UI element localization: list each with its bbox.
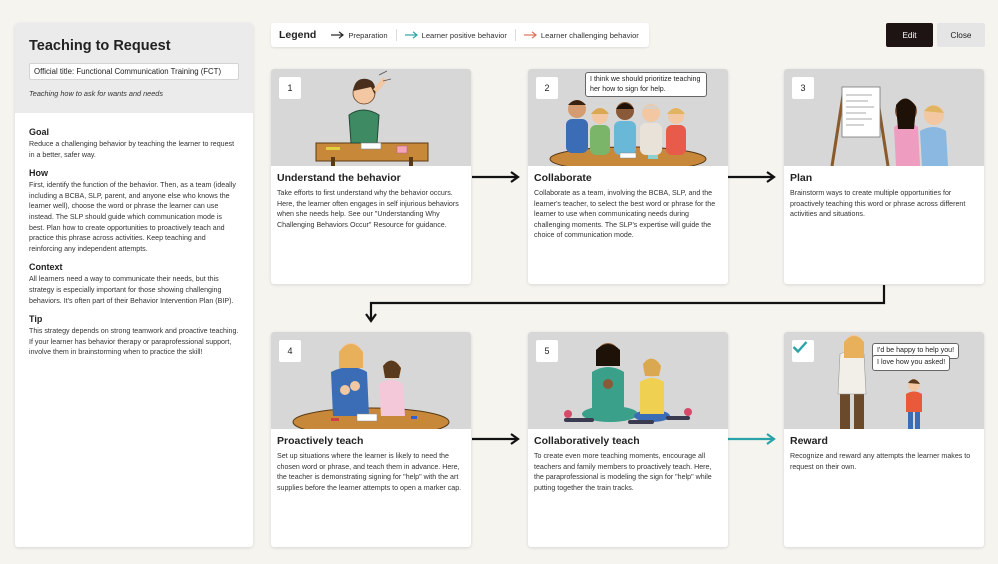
sidebar-subtitle: Teaching how to ask for wants and needs (29, 89, 163, 98)
frustrated-learner-illustration (315, 70, 429, 166)
learner (379, 360, 405, 416)
card-title: Proactively teach (277, 435, 364, 447)
card-illustration: 1 (271, 69, 471, 166)
person-3 (614, 102, 636, 155)
planner-1 (894, 98, 920, 166)
close-button[interactable]: Close (937, 23, 985, 47)
team-meeting-illustration (549, 100, 707, 166)
card-title: Collaborate (534, 172, 592, 184)
person-5 (666, 108, 686, 155)
card-illustration: 4 (271, 332, 471, 429)
legend-label-positive: Learner positive behavior (421, 30, 507, 40)
step-card-5[interactable]: 5 Collaboratively teach To create even m… (528, 332, 728, 547)
person-1 (566, 100, 588, 153)
card-illustration: 2 I think we should prioritize teaching … (528, 69, 728, 166)
card-title: Plan (790, 172, 813, 184)
card-title: Collaboratively teach (534, 435, 640, 447)
arrow-3-to-4 (365, 285, 886, 323)
edit-button[interactable]: Edit (886, 23, 933, 47)
arrow-5-to-6 (728, 433, 776, 445)
step-number-badge: 3 (792, 77, 814, 99)
person-2 (590, 108, 610, 155)
card-illustration: 5 (528, 332, 728, 429)
card-text: To create even more teaching moments, en… (534, 452, 712, 492)
train-track-teaching-illustration (564, 343, 692, 424)
teal-arrow-icon (404, 31, 418, 39)
card-text: Recognize and reward any attempts the le… (790, 452, 971, 471)
step-card-3[interactable]: 3 Plan Brainstorm ways to create multipl… (784, 69, 984, 284)
section-text-goal: Reduce a challenging behavior by teachin… (29, 140, 235, 159)
legend-item-challenging: Learner challenging behavior (523, 30, 639, 40)
section-heading-context: Context (29, 262, 63, 273)
section-heading-tip: Tip (29, 314, 43, 325)
step-card-6[interactable]: I'd be happy to help you! I love how you… (784, 332, 984, 547)
card-text: Brainstorm ways to create multiple oppor… (790, 189, 966, 219)
adult (837, 335, 867, 429)
section-heading-how: How (29, 168, 48, 179)
person-4 (640, 104, 662, 155)
legend-item-preparation: Preparation (331, 30, 388, 40)
arrow-4-to-5 (472, 433, 520, 445)
step-number-badge: 4 (279, 340, 301, 362)
planner-2 (920, 105, 948, 166)
train-tracks (564, 416, 690, 424)
step-card-1[interactable]: 1 Understand the behavior Take efforts t… (271, 69, 471, 284)
step-number-badge: 5 (536, 340, 558, 362)
step-number-badge: 1 (279, 77, 301, 99)
planning-easel-illustration (830, 86, 948, 166)
step-card-4[interactable]: 4 Proactively teach Set up situations wh… (271, 332, 471, 547)
legend-divider (514, 29, 516, 41)
child (634, 358, 670, 422)
step-number-badge: 2 (536, 77, 558, 99)
card-illustration: 3 (784, 69, 984, 166)
legend-item-positive: Learner positive behavior (404, 30, 507, 40)
page-title: Teaching to Request (29, 38, 171, 54)
section-text-tip: This strategy depends on strong teamwork… (29, 327, 239, 357)
reward-illustration (837, 335, 922, 429)
step-card-2[interactable]: 2 I think we should prioritize teaching … (528, 69, 728, 284)
card-title: Reward (790, 435, 828, 447)
card-illustration: I'd be happy to help you! I love how you… (784, 332, 984, 429)
arrow-2-to-3 (728, 171, 776, 183)
legend-label-preparation: Preparation (348, 30, 388, 40)
black-arrow-icon (331, 31, 345, 39)
sidebar-header: Teaching to Request Official title: Func… (15, 23, 253, 113)
section-text-context: All learners need a way to communicate t… (29, 275, 234, 305)
coral-arrow-icon (523, 31, 537, 39)
checkmark-icon (792, 340, 814, 362)
official-title-field: Official title: Functional Communication… (29, 63, 239, 80)
speech-bubble-2: I love how you asked! (872, 355, 951, 371)
teacher (331, 343, 369, 416)
child (906, 379, 922, 429)
legend-divider (395, 29, 397, 41)
section-text-how: First, identify the function of the beha… (29, 181, 236, 253)
strategy-sidebar: Teaching to Request Official title: Func… (15, 23, 253, 547)
speech-bubble: I think we should prioritize teaching he… (585, 72, 707, 97)
paraprofessional (582, 343, 638, 422)
section-heading-goal: Goal (29, 127, 50, 137)
legend-label-challenging: Learner challenging behavior (540, 30, 639, 40)
card-title: Understand the behavior (277, 172, 401, 184)
card-text: Set up situations where the learner is l… (277, 452, 462, 492)
legend-title: Legend (279, 29, 317, 41)
sidebar-body: Goal Reduce a challenging behavior by te… (15, 113, 253, 358)
card-text: Take efforts to first understand why the… (277, 189, 459, 229)
arrow-1-to-2 (472, 171, 520, 183)
proactive-teaching-illustration (292, 343, 450, 429)
legend: Legend Preparation Learner positive beha… (271, 23, 649, 47)
card-text: Collaborate as a team, involving the BCB… (534, 189, 716, 240)
